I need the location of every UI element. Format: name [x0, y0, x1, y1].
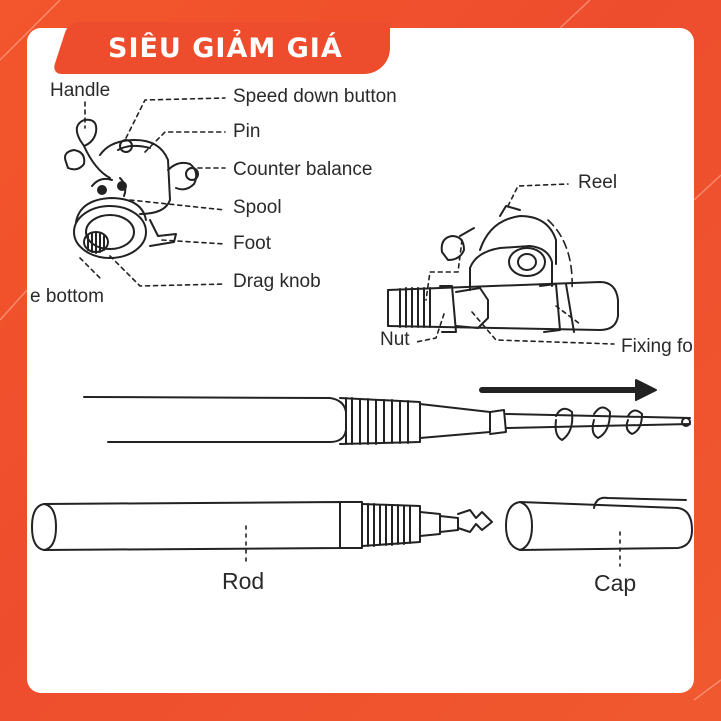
label-reel: Reel — [578, 172, 618, 193]
sale-banner-text: SIÊU GIẢM GIÁ — [108, 33, 343, 64]
label-counter-balance: Counter balance — [233, 159, 373, 180]
label-fixing: Fixing fo — [621, 336, 693, 357]
diagram-panel — [27, 28, 694, 693]
label-nut: Nut — [380, 329, 410, 350]
label-speed-down-button: Speed down button — [233, 86, 397, 107]
reel-closeup-drawing — [64, 118, 199, 259]
extended-rod-drawing — [83, 396, 691, 445]
label-rod: Rod — [222, 568, 265, 594]
label-pin: Pin — [233, 121, 261, 142]
label-bottom: e bottom — [30, 286, 104, 307]
label-handle: Handle — [50, 80, 111, 101]
rod-cap-leaders — [245, 525, 621, 567]
label-cap: Cap — [594, 570, 637, 596]
sale-banner — [90, 22, 390, 74]
label-spool: Spool — [233, 197, 282, 218]
label-drag-knob: Drag knob — [233, 271, 321, 292]
label-foot: Foot — [233, 233, 272, 254]
extend-direction-arrow — [479, 379, 657, 401]
reel-closeup-leaders — [79, 97, 226, 287]
collapsed-rod-drawing — [31, 496, 693, 551]
mounted-reel-drawing — [387, 205, 619, 333]
mounted-reel-leaders — [415, 183, 615, 345]
